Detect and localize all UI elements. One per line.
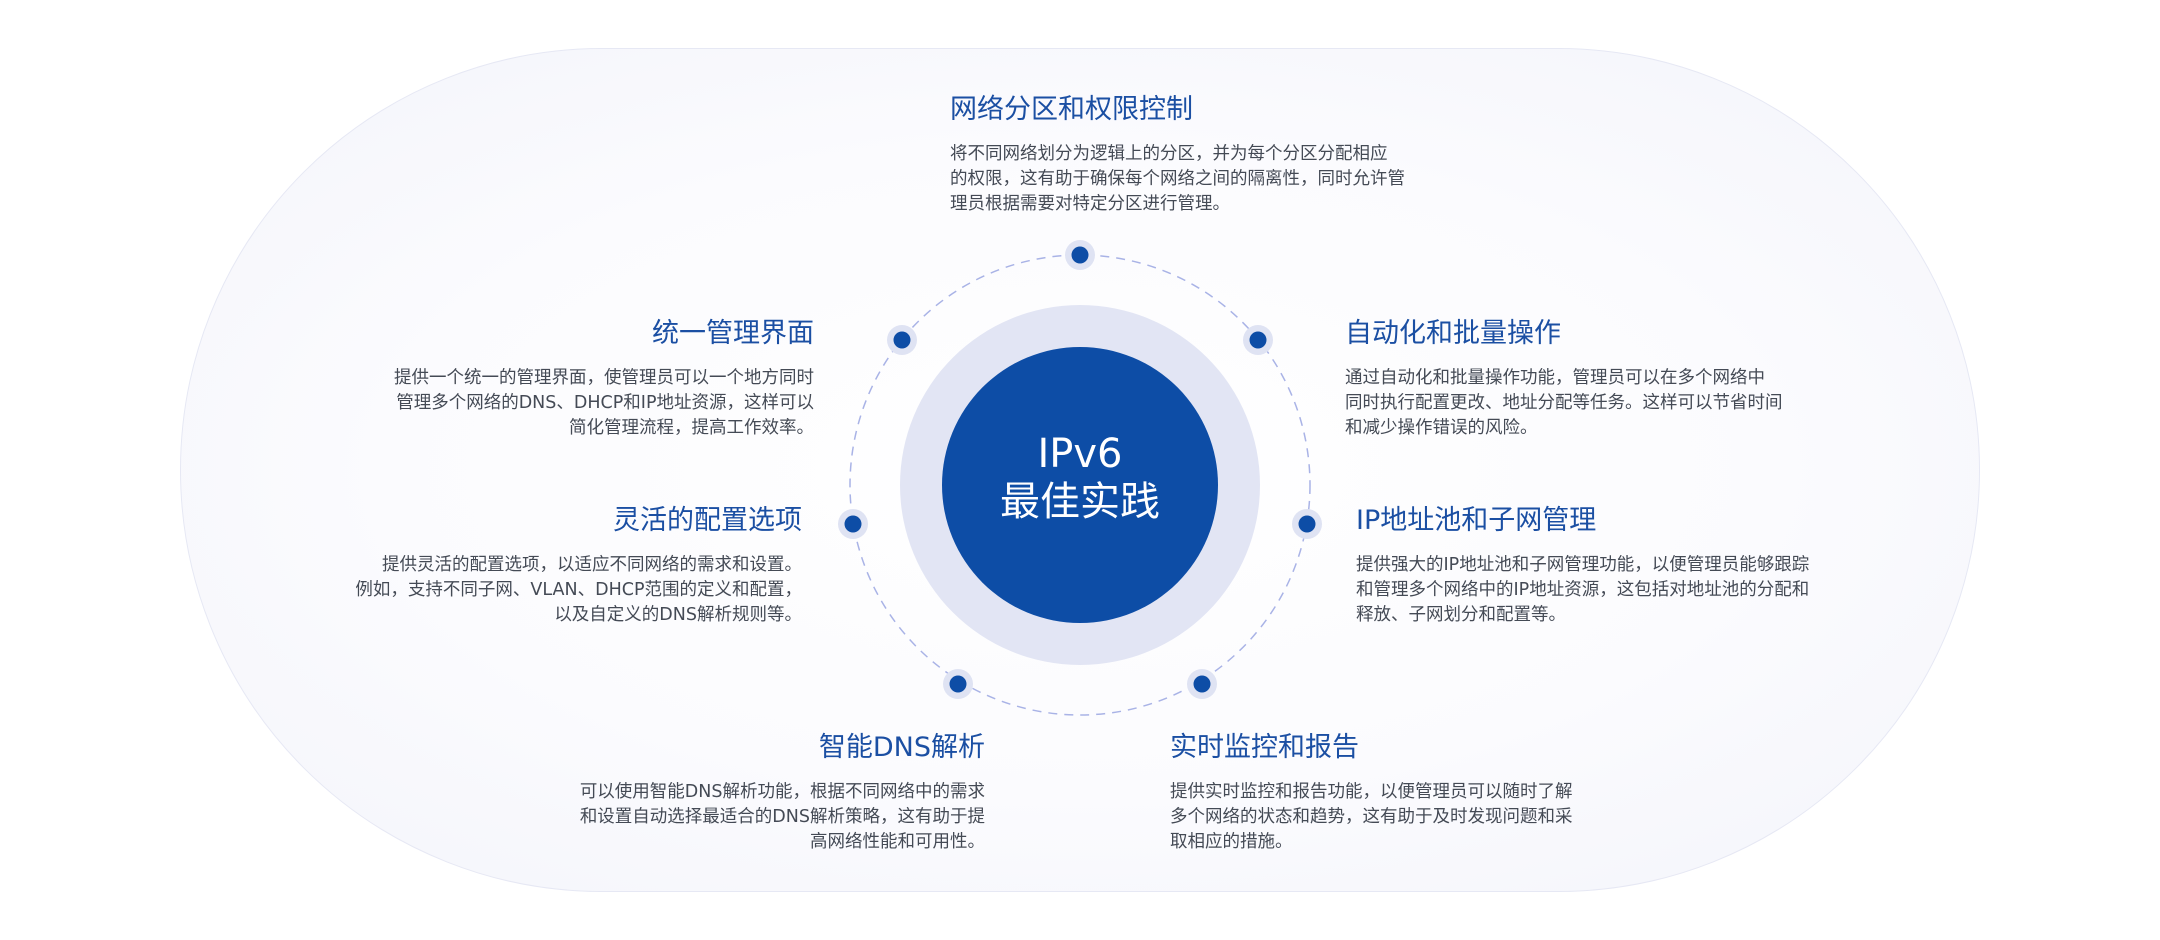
feature-title: IP地址池和子网管理 xyxy=(1356,505,1597,536)
center-label-line1: IPv6 xyxy=(1037,431,1123,477)
dashed-orbit-ring xyxy=(849,254,1311,716)
feature-ip-pool-subnet: IP地址池和子网管理 提供强大的IP地址池和子网管理功能，以便管理员能够跟踪 和… xyxy=(1356,503,1809,628)
orbit-node-upper-left xyxy=(887,325,917,355)
feature-description: 可以使用智能DNS解析功能，根据不同网络中的需求 和设置自动选择最适合的DNS解… xyxy=(579,782,985,852)
orbit-node-left xyxy=(838,509,868,539)
feature-title: 灵活的配置选项 xyxy=(613,505,802,536)
feature-description: 提供强大的IP地址池和子网管理功能，以便管理员能够跟踪 和管理多个网络中的IP地… xyxy=(1356,555,1810,625)
center-core-circle xyxy=(942,347,1218,623)
feature-description: 将不同网络划分为逻辑上的分区，并为每个分区分配相应 的权限，这有助于确保每个网络… xyxy=(950,144,1405,214)
feature-description: 提供灵活的配置选项，以适应不同网络的需求和设置。 例如，支持不同子网、VLAN、… xyxy=(355,555,802,625)
feature-network-partition: 网络分区和权限控制 将不同网络划分为逻辑上的分区，并为每个分区分配相应 的权限，… xyxy=(950,92,1405,217)
feature-smart-dns: 智能DNS解析 可以使用智能DNS解析功能，根据不同网络中的需求 和设置自动选择… xyxy=(580,730,985,855)
orbit-node-right xyxy=(1292,509,1322,539)
orbit-node-top xyxy=(1065,240,1095,270)
feature-title: 网络分区和权限控制 xyxy=(950,94,1193,125)
orbit-node-lower-right xyxy=(1187,669,1217,699)
feature-automation-batch: 自动化和批量操作 通过自动化和批量操作功能，管理员可以在多个网络中 同时执行配置… xyxy=(1345,316,1783,441)
feature-description: 提供实时监控和报告功能，以便管理员可以随时了解 多个网络的状态和趋势，这有助于及… xyxy=(1170,782,1573,852)
feature-title: 智能DNS解析 xyxy=(818,732,985,763)
feature-realtime-monitoring: 实时监控和报告 提供实时监控和报告功能，以便管理员可以随时了解 多个网络的状态和… xyxy=(1170,730,1573,855)
center-label-line2: 最佳实践 xyxy=(1000,479,1160,525)
orbit-node-lower-left xyxy=(943,669,973,699)
feature-title: 实时监控和报告 xyxy=(1170,732,1359,763)
feature-unified-interface: 统一管理界面 提供一个统一的管理界面，使管理员可以一个地方同时 管理多个网络的D… xyxy=(394,316,814,441)
feature-description: 提供一个统一的管理界面，使管理员可以一个地方同时 管理多个网络的DNS、DHCP… xyxy=(394,368,814,438)
feature-flexible-config: 灵活的配置选项 提供灵活的配置选项，以适应不同网络的需求和设置。 例如，支持不同… xyxy=(355,503,802,628)
orbit-node-upper-right xyxy=(1243,325,1273,355)
feature-description: 通过自动化和批量操作功能，管理员可以在多个网络中 同时执行配置更改、地址分配等任… xyxy=(1345,368,1783,438)
feature-title: 自动化和批量操作 xyxy=(1345,318,1561,349)
center-label: IPv6 最佳实践 xyxy=(980,430,1180,526)
feature-title: 统一管理界面 xyxy=(652,318,814,349)
